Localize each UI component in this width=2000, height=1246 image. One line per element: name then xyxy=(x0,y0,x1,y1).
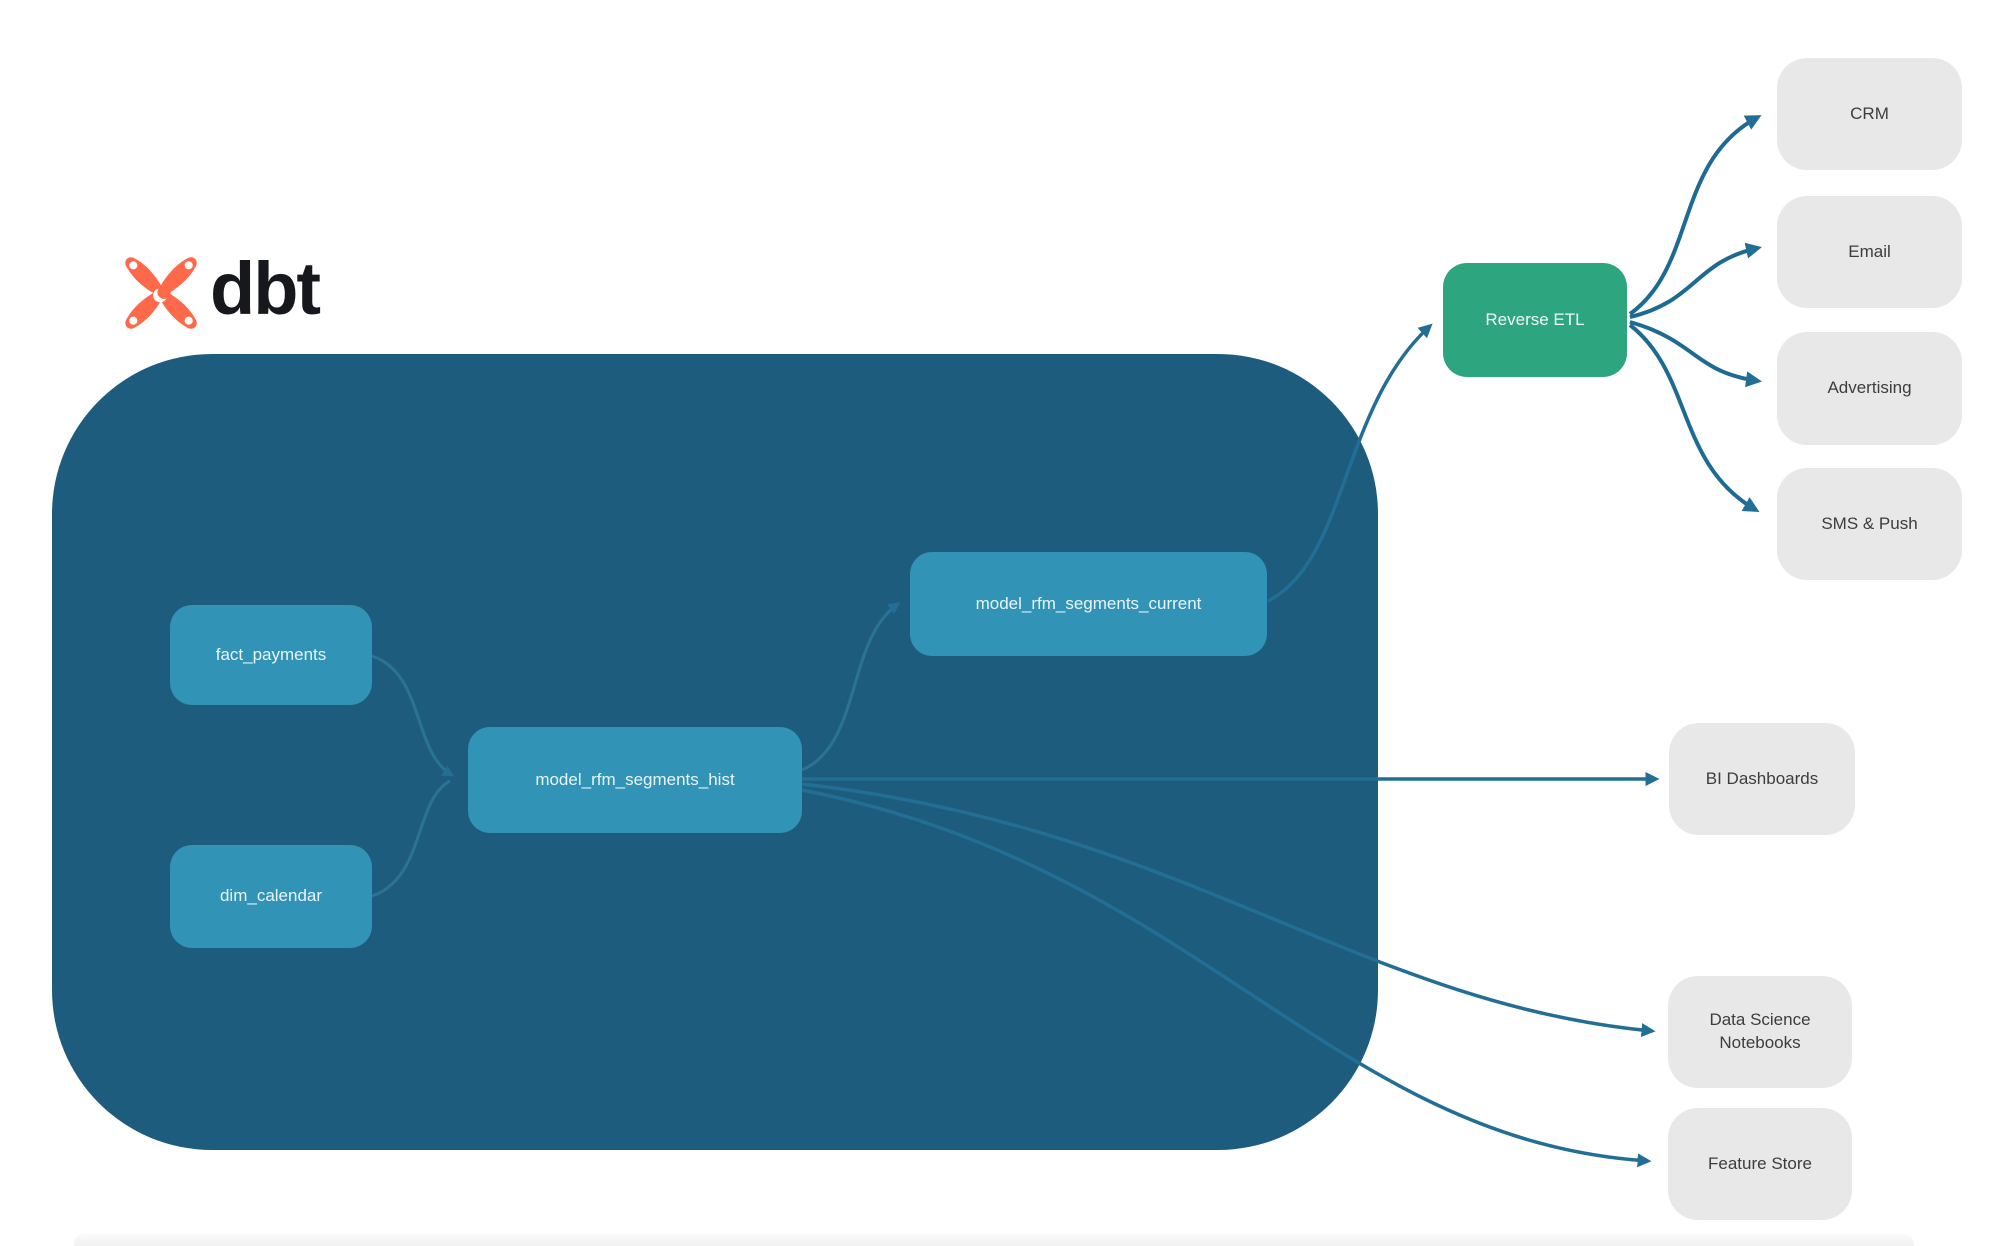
node-bi-dashboards: BI Dashboards xyxy=(1669,723,1855,835)
dbt-logo: dbt xyxy=(122,247,321,334)
node-fact-payments-label: fact_payments xyxy=(215,644,327,664)
node-data-science-notebooks: Data Science Notebooks xyxy=(1668,976,1852,1088)
node-email-label: Email xyxy=(1848,241,1891,261)
node-crm: CRM xyxy=(1777,58,1962,170)
dbt-logo-text: dbt xyxy=(210,247,321,330)
node-data-science-notebooks-label: Data Science Notebooks xyxy=(1709,1010,1811,1052)
dbt-logo-icon xyxy=(125,257,197,329)
node-bi-dashboards-label: BI Dashboards xyxy=(1705,768,1819,788)
node-dim-calendar-label: dim_calendar xyxy=(219,886,323,906)
node-feature-store: Feature Store xyxy=(1668,1108,1852,1220)
node-dim-calendar: dim_calendar xyxy=(170,845,372,948)
node-sms-push-label: SMS & Push xyxy=(1821,513,1918,533)
edge-reverse-etl-to-crm xyxy=(1628,115,1762,316)
node-model-rfm-segments-current-label: model_rfm_segments_current xyxy=(975,593,1202,613)
node-crm-label: CRM xyxy=(1850,103,1889,123)
bottom-partial-element xyxy=(74,1234,1914,1246)
node-advertising-label: Advertising xyxy=(1827,378,1912,398)
node-email: Email xyxy=(1777,196,1962,308)
node-reverse-etl: Reverse ETL xyxy=(1443,263,1627,377)
edge-reverse-etl-to-advertising xyxy=(1629,320,1762,388)
node-model-rfm-segments-hist: model_rfm_segments_hist xyxy=(468,727,802,833)
edge-reverse-etl-to-email xyxy=(1629,242,1762,319)
node-model-rfm-segments-hist-label: model_rfm_segments_hist xyxy=(535,769,735,789)
node-model-rfm-segments-current: model_rfm_segments_current xyxy=(910,552,1267,656)
node-reverse-etl-label: Reverse ETL xyxy=(1485,309,1585,329)
node-feature-store-label: Feature Store xyxy=(1708,1153,1812,1173)
node-advertising: Advertising xyxy=(1777,332,1962,445)
node-sms-push: SMS & Push xyxy=(1777,468,1962,580)
edge-reverse-etl-to-sms xyxy=(1628,323,1760,512)
node-fact-payments: fact_payments xyxy=(170,605,372,705)
